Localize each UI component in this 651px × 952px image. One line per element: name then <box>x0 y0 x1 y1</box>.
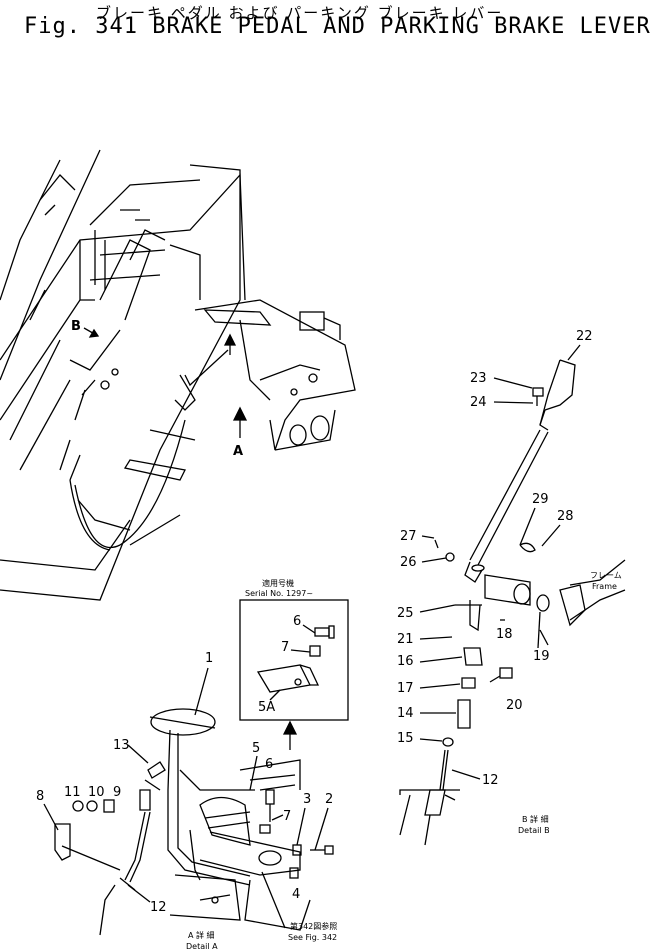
part-label-23: 23 <box>470 371 487 386</box>
svg-text:B 詳 細: B 詳 細 <box>522 814 549 824</box>
serial-inset: 適用号機 Serial No. 1297~ 6 7 5A <box>239 578 349 721</box>
cab-frame-drawing <box>0 149 356 601</box>
svg-text:See Fig. 342: See Fig. 342 <box>288 933 337 942</box>
svg-text:5A: 5A <box>258 700 275 715</box>
part-label-13: 13 <box>113 738 130 753</box>
frame-note: フレーム Frame <box>590 571 622 591</box>
parking-lever-assembly <box>399 359 626 846</box>
part-label-18: 18 <box>496 627 513 642</box>
part-label-11: 11 <box>64 785 81 800</box>
svg-text:A 詳 細: A 詳 細 <box>188 930 215 940</box>
part-label-21: 21 <box>397 632 414 647</box>
part-label-25: 25 <box>397 606 414 621</box>
part-label-5: 5 <box>252 741 260 756</box>
part-label-1: 1 <box>205 651 213 666</box>
part-label-6b: 6 <box>265 757 273 772</box>
part-label-19: 19 <box>533 649 550 664</box>
part-label-28: 28 <box>557 509 574 524</box>
figure-title-japanese: ブレーキ ペダル および パーキング ブレーキ レバー <box>96 4 504 22</box>
part-label-22: 22 <box>576 329 593 344</box>
part-label-3: 3 <box>303 792 311 807</box>
part-label-10: 10 <box>88 785 105 800</box>
part-label-12: 12 <box>150 900 167 915</box>
brake-cable-detail-a <box>54 761 166 936</box>
part-label-8: 8 <box>36 789 44 804</box>
part-label-17: 17 <box>397 681 414 696</box>
part-label-4: 4 <box>292 887 300 902</box>
svg-text:B: B <box>71 319 81 334</box>
svg-text:6: 6 <box>293 614 301 629</box>
part-label-20: 20 <box>506 698 523 713</box>
svg-text:A: A <box>233 444 243 459</box>
svg-text:フレーム: フレーム <box>590 571 622 580</box>
figure-title: Fig. 341 BRAKE PEDAL AND PARKING BRAKE L… <box>24 14 651 39</box>
inset-serial-text: Serial No. 1297~ <box>245 589 313 598</box>
svg-text:Detail B: Detail B <box>518 826 550 835</box>
part-label-24: 24 <box>470 395 487 410</box>
part-label-15: 15 <box>397 731 414 746</box>
parts-diagram: B A 適用号機 Serial No. 1297~ 6 7 5A <box>0 149 626 951</box>
detail-b-marker: B <box>71 319 100 338</box>
svg-text:第342図参照: 第342図参照 <box>290 921 337 931</box>
part-label-14: 14 <box>397 706 414 721</box>
part-number-labels: 1 2 3 4 5 6 7 8 9 10 11 12 12 13 14 15 1… <box>36 329 593 915</box>
part-label-16: 16 <box>397 654 414 669</box>
svg-text:7: 7 <box>281 640 289 655</box>
svg-text:Detail A: Detail A <box>186 942 218 951</box>
part-label-7b: 7 <box>283 809 291 824</box>
brake-pedal-assembly <box>149 708 311 931</box>
inset-applicable-jp: 適用号機 <box>262 578 294 588</box>
detail-a-note: A 詳 細 Detail A <box>186 930 218 951</box>
part-label-27: 27 <box>400 529 417 544</box>
part-label-29: 29 <box>532 492 549 507</box>
part-label-2: 2 <box>325 792 333 807</box>
part-label-26: 26 <box>400 555 417 570</box>
see-fig-note: 第342図参照 See Fig. 342 <box>261 871 337 942</box>
svg-text:Frame: Frame <box>592 582 617 591</box>
detail-b-note: B 詳 細 Detail B <box>518 814 550 835</box>
part-label-12b: 12 <box>482 773 499 788</box>
detail-a-marker: A <box>223 333 248 459</box>
part-label-9: 9 <box>113 785 121 800</box>
